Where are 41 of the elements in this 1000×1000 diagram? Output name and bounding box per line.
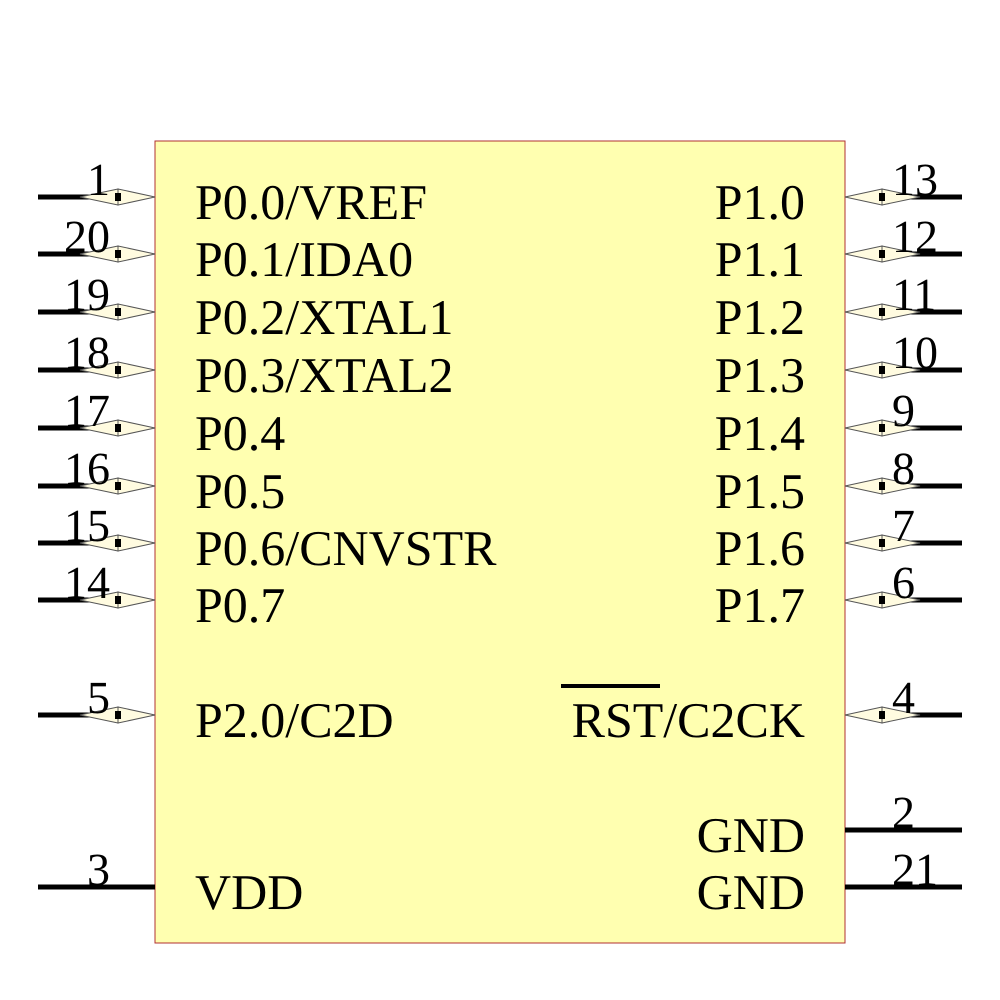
pin-name: P1.1 xyxy=(714,234,805,284)
pin-number: 13 xyxy=(892,157,938,203)
pin-number: 1 xyxy=(87,157,110,203)
pin-name: P0.4 xyxy=(195,408,286,458)
pin-number: 9 xyxy=(892,388,915,434)
pin-number: 14 xyxy=(64,560,110,606)
pin-number: 2 xyxy=(892,790,915,836)
pin-name: P2.0/C2D xyxy=(195,695,394,745)
pin-name: GND xyxy=(696,867,805,917)
pin-number: 20 xyxy=(64,214,110,260)
pin-name: P1.3 xyxy=(714,350,805,400)
pin-number: 17 xyxy=(64,388,110,434)
pin-number: 11 xyxy=(892,272,936,318)
pin-name: P1.5 xyxy=(714,466,805,516)
pin-name: P0.7 xyxy=(195,580,286,630)
pin-number: 19 xyxy=(64,272,110,318)
pin-name: P0.6/CNVSTR xyxy=(195,523,496,573)
pin-number: 6 xyxy=(892,560,915,606)
pin-name: P1.7 xyxy=(714,580,805,630)
pin-name: P0.1/IDA0 xyxy=(195,234,414,284)
pin-name: P0.5 xyxy=(195,466,286,516)
pin-name: RST/C2CK xyxy=(572,695,805,745)
pin-number: 15 xyxy=(64,503,110,549)
pin-number: 3 xyxy=(87,847,110,893)
pin-number: 18 xyxy=(64,330,110,376)
pin-number: 4 xyxy=(892,675,915,721)
pin-number: 12 xyxy=(892,214,938,260)
pin-name: P1.6 xyxy=(714,523,805,573)
pin-number: 7 xyxy=(892,503,915,549)
pin-number: 16 xyxy=(64,446,110,492)
pin-number: 8 xyxy=(892,446,915,492)
pin-name: P1.4 xyxy=(714,408,805,458)
pin-name: P1.0 xyxy=(714,177,805,227)
pin-name: P1.2 xyxy=(714,292,805,342)
pin-number: 10 xyxy=(892,330,938,376)
pin-number: 5 xyxy=(87,675,110,721)
pin-name: GND xyxy=(696,810,805,860)
pin-name: VDD xyxy=(195,867,304,917)
pin-name: P0.3/XTAL2 xyxy=(195,350,454,400)
pin-name: P0.2/XTAL1 xyxy=(195,292,454,342)
pin-name: P0.0/VREF xyxy=(195,177,428,227)
